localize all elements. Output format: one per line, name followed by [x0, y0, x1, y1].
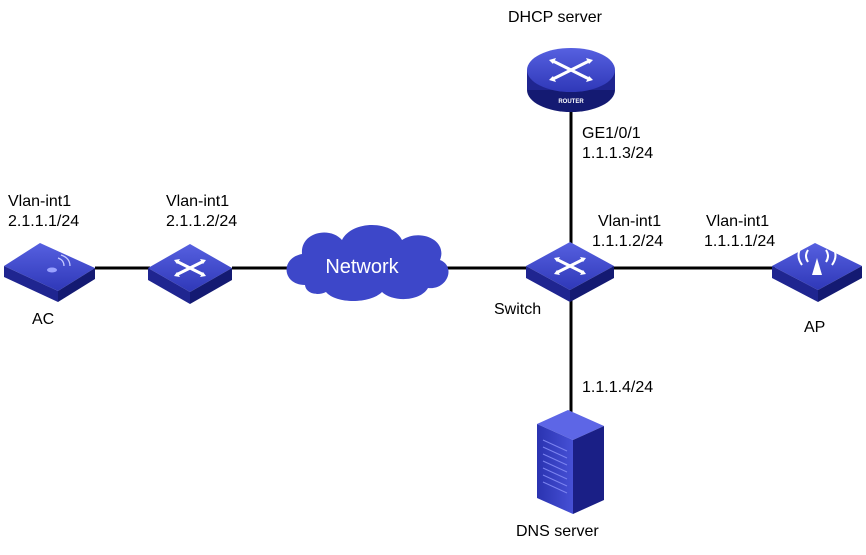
core-switch-name-label: Switch: [494, 301, 542, 318]
ac-name-label: AC: [32, 311, 55, 328]
core-switch-iface-label: Vlan-int1: [598, 213, 662, 230]
ap-device-icon: [772, 243, 862, 302]
ac-ip-label: 2.1.1.1/24: [8, 213, 80, 230]
ap-iface-label: Vlan-int1: [706, 213, 770, 230]
dhcp-iface-label: GE1/0/1: [582, 125, 641, 142]
ap-ip-label: 1.1.1.1/24: [704, 233, 776, 250]
core-switch-ip-label: 1.1.1.2/24: [592, 233, 664, 250]
mid-switch-icon: SWITCH: [148, 244, 232, 312]
network-label: Network: [325, 256, 399, 278]
links: [95, 110, 775, 412]
router-icon: ROUTER: [527, 48, 615, 112]
network-cloud: Network: [286, 225, 449, 301]
router-badge: ROUTER: [558, 99, 584, 105]
dns-server-icon: [537, 410, 604, 514]
dns-ip-label: 1.1.1.4/24: [582, 379, 654, 396]
mid-switch-iface-label: Vlan-int1: [166, 193, 230, 210]
mid-switch-ip-label: 2.1.1.2/24: [166, 213, 238, 230]
dns-server-label: DNS server: [516, 523, 599, 540]
core-switch-icon: SWITCH: [526, 242, 614, 310]
ap-name-label: AP: [804, 319, 826, 336]
dhcp-server-label: DHCP server: [508, 9, 602, 26]
ac-device-icon: [4, 243, 95, 302]
ac-iface-label: Vlan-int1: [8, 193, 72, 210]
dhcp-ip-label: 1.1.1.3/24: [582, 145, 654, 162]
